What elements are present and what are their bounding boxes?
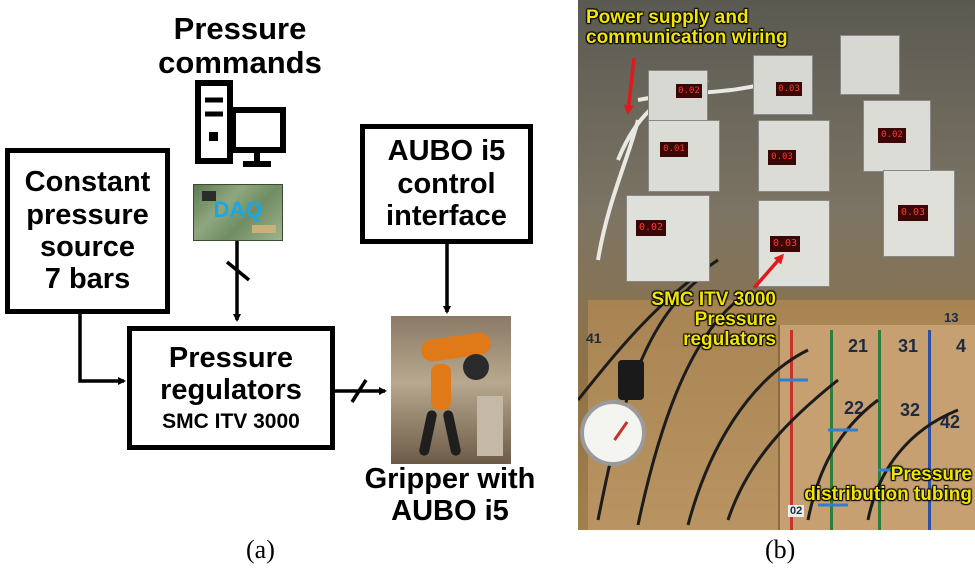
constant-pressure-source-box: Constant pressure source 7 bars [5,148,170,314]
robot-arm-joint [463,354,489,380]
diagram-connectors [78,240,451,403]
distribution-board [778,325,975,530]
aubo-control-interface-box: AUBO i5 control interface [360,124,533,244]
regulator-arrow [752,253,784,290]
board-stripe-green-2 [878,330,881,530]
robot-arm-forearm [431,364,451,410]
gripper-finger-right [442,409,462,457]
computer-icon [195,80,286,167]
aubo-control-interface-label: AUBO i5 control interface [386,135,507,233]
gripper-photo [391,316,511,464]
source-to-regulators-arrow [78,314,126,385]
board-number: 22 [844,398,865,418]
daq-bus-slash [225,260,251,282]
board-number: 32 [900,400,921,420]
board-number: 31 [898,336,919,356]
board-number: 21 [848,336,869,356]
board-number: 13 [944,310,959,325]
regulator-display: 0.02 [676,84,702,98]
regulator-display: 0.02 [878,128,906,143]
power-wiring-arrow [623,57,636,115]
red-arrows [623,57,784,290]
regulator-unit [626,195,710,282]
board-number: 02 [788,505,805,517]
gauge-regulator-knob [618,360,644,400]
board-stripe-red [790,330,793,530]
caption-b: (b) [765,535,796,564]
power-supply-label: Power supply and communication wiring [586,7,788,48]
regulator-setup-photo: 21 31 41 32 22 42 4 13 02 [578,0,975,530]
caption-a: (a) [246,535,275,564]
daq-board: DAQ [193,184,283,241]
pressure-gauge [580,400,646,466]
regulator-display: 0.01 [660,142,688,157]
block-diagram: Pressure commands DAQ Constant pressure … [5,11,536,564]
board-number: 4 [956,336,967,356]
board-stripe-blue [928,330,931,530]
daq-board-chips [202,191,216,201]
regulator-bus-slash [350,379,368,403]
constant-pressure-source-label: Constant pressure source 7 bars [24,166,151,296]
regulator-display: 0.03 [776,82,802,96]
gripper-finger-left [418,409,438,457]
tubing-label: Pressure distribution tubing [804,464,972,505]
pressure-commands-label: Pressure commands [158,11,322,81]
regulator-display: 0.03 [898,205,928,221]
robot-base [477,396,503,456]
regulator-display: 0.02 [636,220,666,236]
daq-board-connector [252,225,276,233]
daq-label: DAQ [213,197,263,222]
board-number: 41 [586,330,602,346]
regulator-display: 0.03 [770,236,800,252]
pressure-regulators-box: Pressure regulators SMC ITV 3000 [127,326,335,450]
regulator-unit [863,100,931,172]
regulator-photo-label: SMC ITV 3000 Pressure regulators [651,289,776,350]
regulator-display: 0.03 [768,150,796,165]
gripper-label: Gripper with AUBO i5 [364,463,536,527]
regulator-unit [840,35,900,95]
pressure-regulators-title: Pressure regulators [160,341,302,406]
pressure-regulators-model: SMC ITV 3000 [162,410,300,434]
